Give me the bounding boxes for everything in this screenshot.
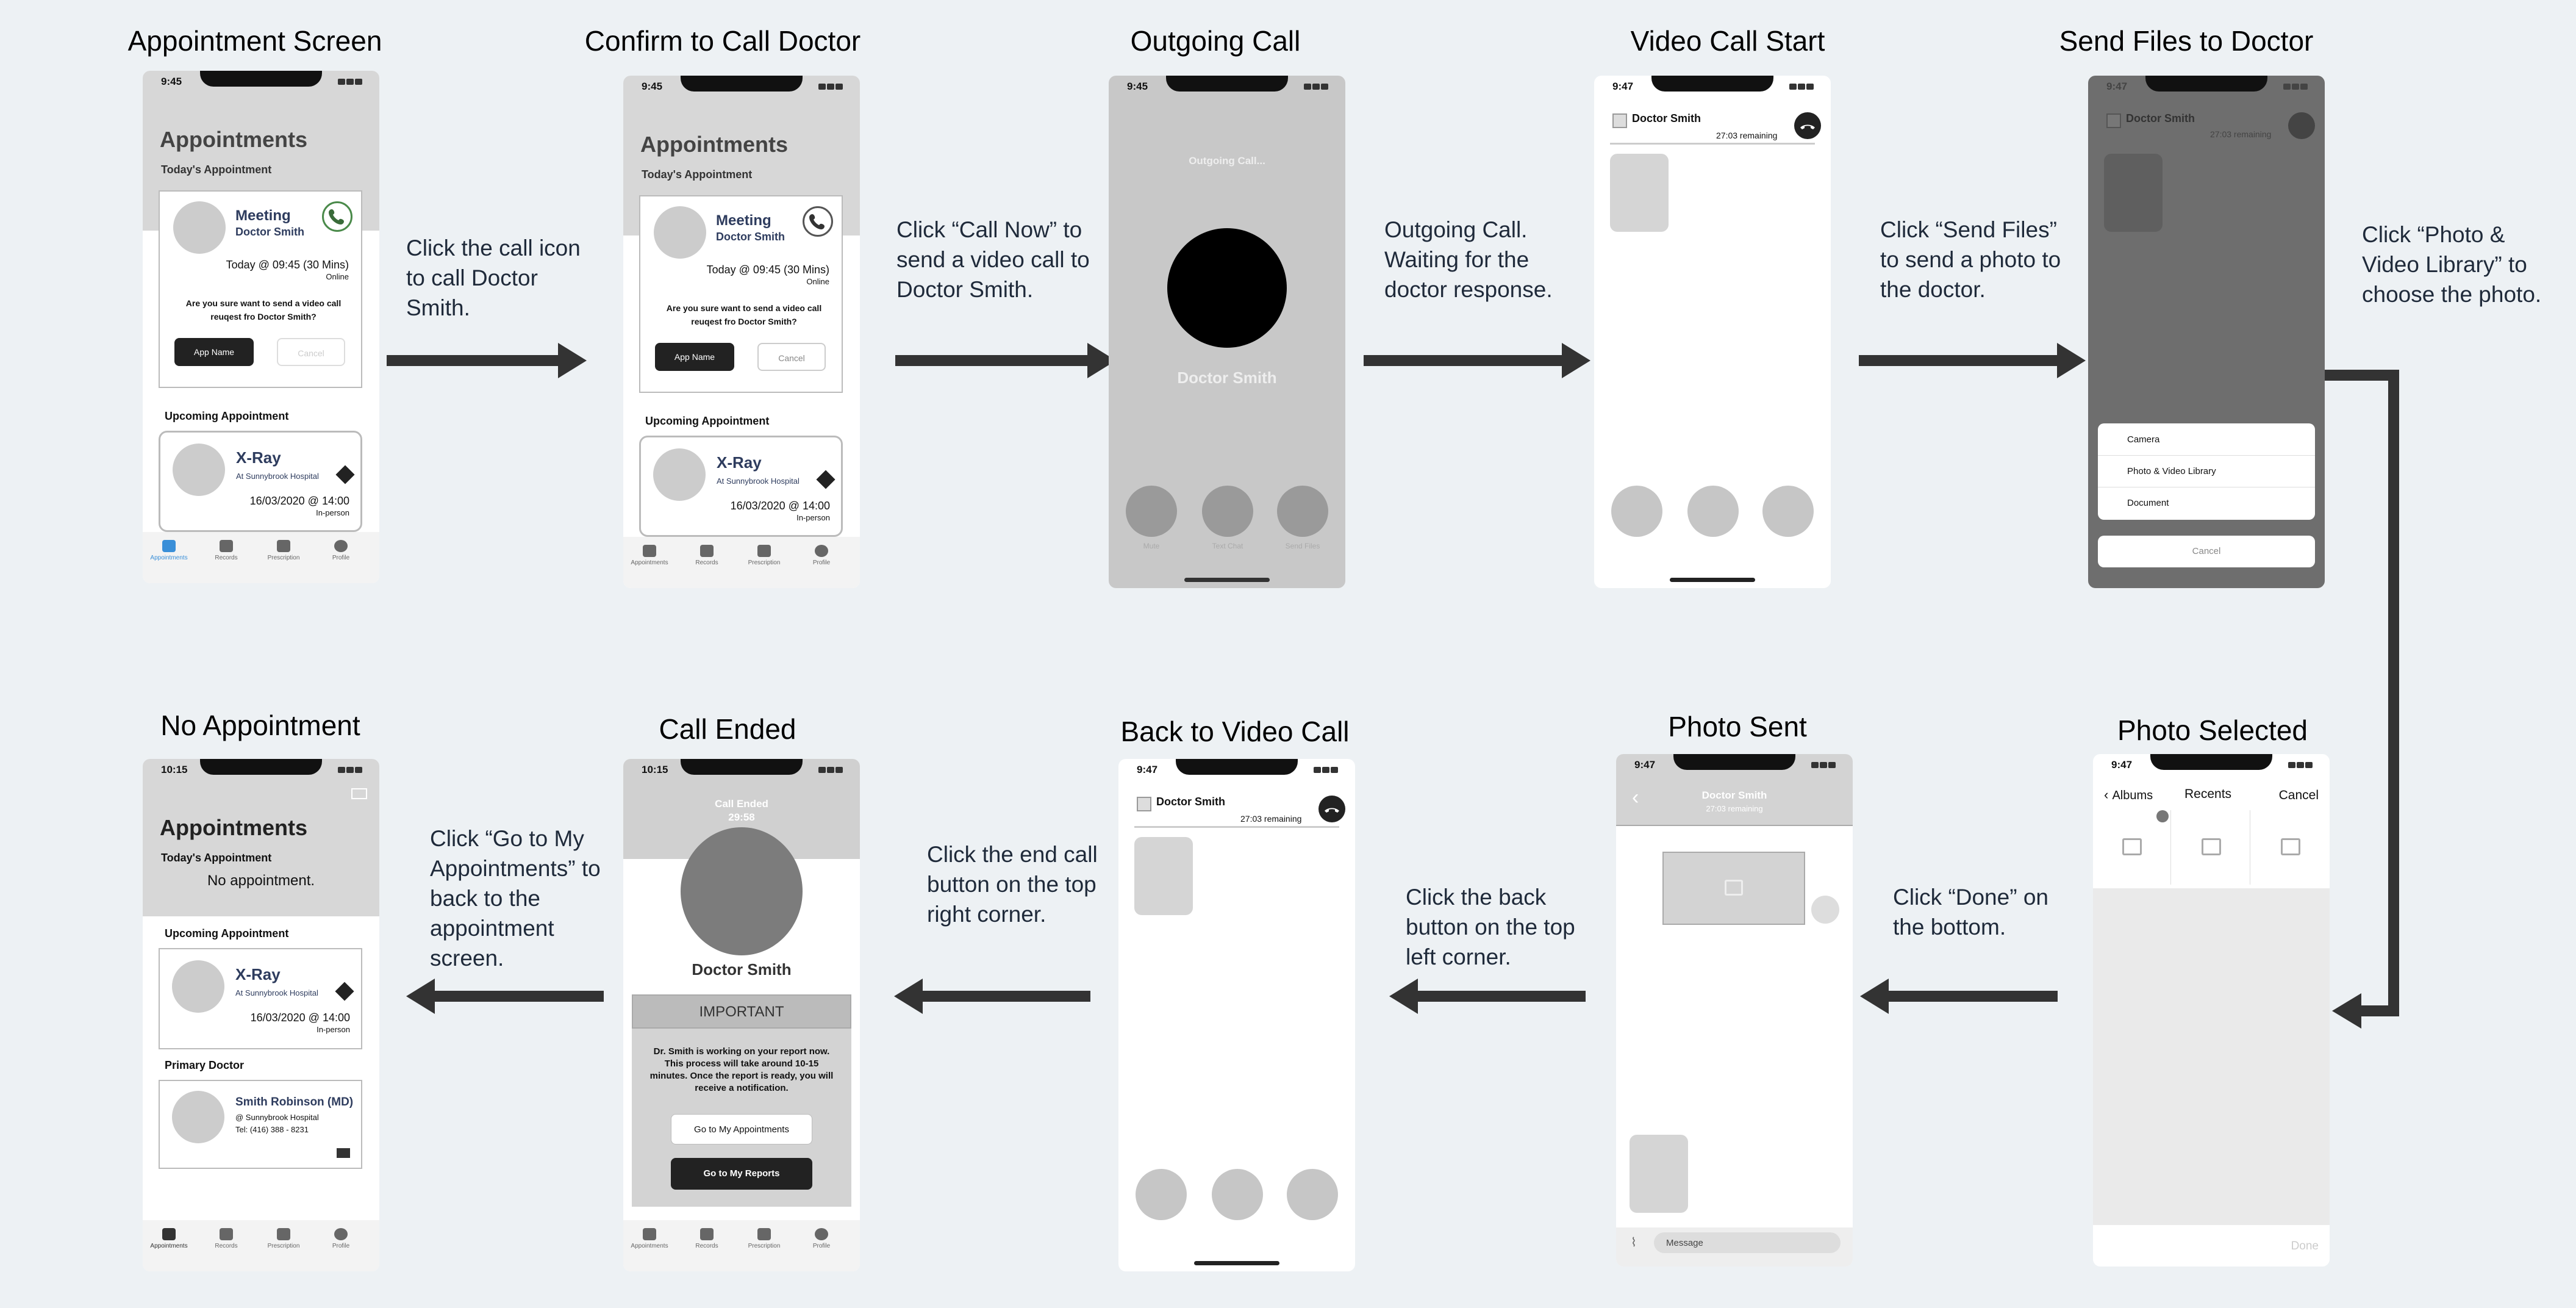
screen-title: Video Call Start [1630, 25, 1825, 57]
self-video-preview[interactable] [1610, 154, 1669, 232]
phone-confirm-call: 9:45 Appointments Today's Appointment Me… [623, 76, 860, 588]
back-albums[interactable]: ‹ Albums [2104, 787, 2153, 802]
tab-records[interactable]: Records [685, 545, 728, 566]
send-files-button[interactable] [1277, 486, 1328, 537]
message-icon[interactable] [337, 1148, 350, 1158]
phone-back-to-video-call: 9:47 Doctor Smith 27:03 remaining [1118, 759, 1355, 1271]
cancel-button[interactable]: Cancel [277, 338, 345, 366]
back-chevron-icon[interactable]: ‹ [1632, 786, 1639, 809]
caption: Click “Send Files” to send a photo to th… [1880, 217, 2061, 302]
end-call-button[interactable] [1318, 796, 1345, 822]
cancel-button[interactable]: Cancel [757, 343, 826, 371]
text-chat-button[interactable] [1212, 1169, 1263, 1220]
phone-send-files: 9:47 Doctor Smith 27:03 remaining Camera… [2088, 76, 2325, 588]
sent-photo[interactable] [1662, 852, 1805, 925]
self-video-preview[interactable] [1630, 1135, 1688, 1213]
camera-option[interactable]: Camera [2127, 434, 2160, 445]
important-panel: IMPORTANT Dr. Smith is working on your r… [632, 994, 851, 1207]
directions-icon[interactable] [816, 470, 835, 489]
caption: Click “Go to My Appointments” to back to… [430, 826, 601, 971]
phone-photo-sent: 9:47 ‹ Doctor Smith 27:03 remaining ⌇ Me… [1616, 754, 1853, 1267]
today-appointment-card: Meeting Doctor Smith Today @ 09:45 (30 M… [159, 190, 362, 388]
directions-icon[interactable] [335, 982, 354, 1001]
upcoming-card[interactable]: X-Ray At Sunnybrook Hospital 16/03/2020 … [639, 436, 843, 537]
file-options-sheet: Camera Photo & Video Library Document [2098, 423, 2315, 520]
tab-records[interactable]: Records [685, 1228, 728, 1249]
caption: Outgoing Call. Waiting for the doctor re… [1384, 217, 1553, 302]
mute-button[interactable] [1136, 1169, 1187, 1220]
screen-title: Send Files to Doctor [2059, 25, 2314, 57]
screen-title: No Appointment [160, 710, 360, 741]
picker-cancel-button[interactable]: Cancel [2278, 788, 2319, 802]
photo-library-option[interactable]: Photo & Video Library [2127, 466, 2216, 476]
caption: Click “Done” on the bottom. [1893, 885, 2048, 940]
sheet-cancel-button[interactable]: Cancel [2098, 536, 2315, 567]
send-files-button[interactable] [1762, 486, 1814, 537]
screen-title: Photo Sent [1668, 711, 1807, 742]
done-button[interactable]: Done [2291, 1240, 2319, 1252]
mute-button[interactable] [1611, 486, 1662, 537]
phone-call-icon[interactable] [322, 201, 352, 232]
photo-thumbnail[interactable] [2172, 810, 2250, 885]
photo-thumbnail[interactable] [2093, 810, 2171, 885]
end-call-button[interactable] [1794, 112, 1821, 139]
phone-outgoing-call: 9:45 Outgoing Call... Doctor Smith Mute … [1109, 76, 1345, 588]
primary-doctor-card[interactable]: Smith Robinson (MD) @ Sunnybrook Hospita… [159, 1080, 362, 1169]
selection-indicator [2156, 810, 2169, 822]
tab-profile[interactable]: Profile [800, 1228, 843, 1249]
tab-appointments[interactable]: Appointments [628, 1228, 671, 1249]
phone-photo-selected: 9:47 ‹ Albums Recents Cancel Done [2093, 754, 2330, 1267]
caption: Click “Photo & Video Library” to choose … [2362, 222, 2542, 307]
screen-title: Confirm to Call Doctor [584, 25, 861, 57]
mail-icon[interactable] [351, 788, 367, 799]
screen-title: Photo Selected [2117, 714, 2308, 746]
tab-records[interactable]: Records [205, 1228, 248, 1249]
tab-appointments[interactable]: Appointments [628, 545, 671, 566]
phone-appointment-screen: 9:45 Appointments Today's Appointment Me… [143, 71, 379, 583]
paperclip-icon[interactable]: ⌇ [1631, 1236, 1637, 1249]
app-name-button[interactable]: App Name [174, 338, 254, 366]
go-to-reports-button[interactable]: Go to My Reports [671, 1158, 812, 1190]
self-video-preview[interactable] [1134, 837, 1193, 915]
directions-icon[interactable] [335, 465, 355, 484]
screen-title: Appointment Screen [127, 25, 382, 57]
phone-call-icon[interactable] [803, 206, 833, 237]
text-chat-button[interactable] [1202, 486, 1253, 537]
text-chat-button[interactable] [1687, 486, 1739, 537]
upcoming-card[interactable]: X-Ray At Sunnybrook Hospital 16/03/2020 … [159, 431, 362, 532]
caption: Click the back button on the top left co… [1406, 885, 1575, 969]
phone-no-appointment: 10:15 Appointments Today's Appointment N… [143, 759, 379, 1271]
mute-button[interactable] [1126, 486, 1177, 537]
tab-profile[interactable]: Profile [800, 545, 843, 566]
screen-title: Call Ended [659, 713, 796, 745]
document-option[interactable]: Document [2127, 498, 2169, 508]
tab-profile[interactable]: Profile [320, 540, 362, 561]
phone-call-ended: 10:15 Call Ended 29:58 Doctor Smith IMPO… [623, 759, 860, 1271]
tab-prescription[interactable]: Prescription [262, 540, 305, 561]
call-now-button[interactable]: App Name [655, 343, 734, 371]
caption: Click the end call button on the top rig… [927, 842, 1098, 927]
caption: Click “Call Now” to send a video call to… [896, 217, 1090, 302]
upcoming-card[interactable]: X-Ray At Sunnybrook Hospital 16/03/2020 … [159, 948, 362, 1049]
tab-prescription[interactable]: Prescription [743, 545, 785, 566]
go-to-appointments-button[interactable]: Go to My Appointments [671, 1114, 812, 1144]
avatar [1811, 896, 1839, 924]
tab-records[interactable]: Records [205, 540, 248, 561]
tab-appointments[interactable]: Appointments [148, 1228, 190, 1249]
tab-prescription[interactable]: Prescription [743, 1228, 785, 1249]
tab-profile[interactable]: Profile [320, 1228, 362, 1249]
message-input[interactable]: Message [1654, 1232, 1841, 1253]
page-title: Appointments [160, 127, 307, 152]
tab-prescription[interactable]: Prescription [262, 1228, 305, 1249]
caption: Click the call icon to call Doctor Smith… [406, 235, 581, 320]
doctor-avatar [681, 827, 803, 955]
photo-thumbnail[interactable] [2252, 810, 2330, 885]
screen-title: Back to Video Call [1120, 716, 1350, 747]
send-files-button[interactable] [1287, 1169, 1338, 1220]
phone-video-call-start: 9:47 Doctor Smith 27:03 remaining [1594, 76, 1831, 588]
tab-appointments[interactable]: Appointments [148, 540, 190, 561]
screen-title: Outgoing Call [1130, 25, 1301, 57]
doctor-avatar [1167, 228, 1287, 348]
